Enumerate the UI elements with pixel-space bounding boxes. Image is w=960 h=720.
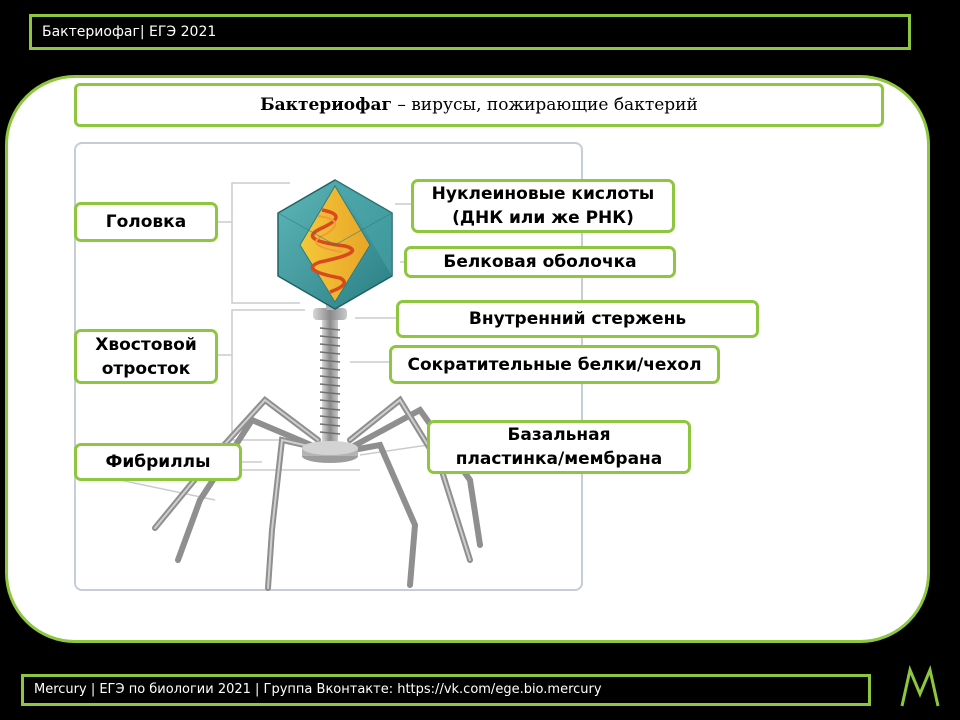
label-tail-line1: Хвостовой: [95, 334, 197, 355]
label-inner-rod-text: Внутренний стержень: [468, 309, 687, 329]
tail-sheath: [313, 295, 347, 445]
title-bold: Бактериофаг: [260, 95, 392, 115]
label-basal-line2: пластинка/мембрана: [455, 449, 663, 469]
label-nucleic-line1: Нуклеиновые кислоты: [431, 184, 655, 204]
label-tail-line2: отросток: [101, 358, 191, 379]
capsid-head: [277, 179, 393, 310]
title-rest: – вирусы, пожирающие бактерий: [391, 95, 698, 115]
label-basal-plate: Базальная пластинка/мембрана: [427, 420, 691, 474]
footer-text: Mercury | ЕГЭ по биологии 2021 | Группа …: [34, 682, 602, 697]
mercury-m-logo-icon: [900, 665, 940, 707]
label-head-text: Головка: [105, 212, 187, 232]
label-nucleic-line2: (ДНК или же РНК): [452, 208, 634, 228]
label-nucleic-acids: Нуклеиновые кислоты (ДНК или же РНК): [411, 179, 675, 233]
label-fibrils: Фибриллы: [74, 443, 242, 481]
header-text: Бактериофаг| ЕГЭ 2021: [42, 24, 217, 40]
label-inner-rod: Внутренний стержень: [396, 300, 759, 338]
label-contractile: Сократительные белки/чехол: [389, 345, 720, 384]
base-plate: [302, 441, 358, 463]
label-basal-line1: Базальная: [507, 425, 611, 445]
label-protein-coat: Белковая оболочка: [404, 246, 676, 278]
slide-title: Бактериофаг – вирусы, пожирающие бактери…: [74, 83, 884, 127]
header-bar: Бактериофаг| ЕГЭ 2021: [29, 14, 911, 50]
label-contractile-text: Сократительные белки/чехол: [407, 354, 702, 375]
footer-bar: Mercury | ЕГЭ по биологии 2021 | Группа …: [21, 674, 871, 706]
label-head: Головка: [74, 202, 218, 242]
label-tail: Хвостовой отросток: [74, 329, 218, 384]
label-protein-coat-text: Белковая оболочка: [443, 252, 637, 272]
label-fibrils-text: Фибриллы: [105, 452, 211, 472]
